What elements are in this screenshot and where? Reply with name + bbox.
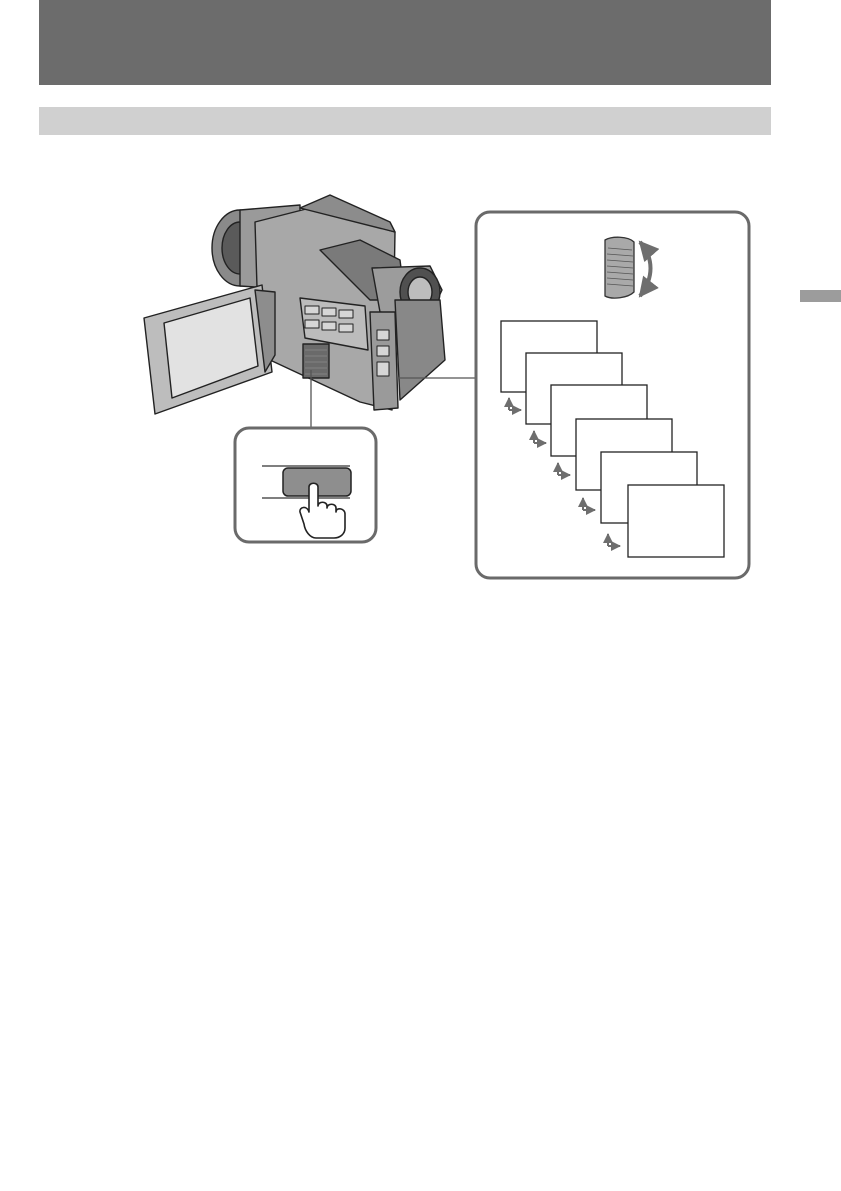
selector-dial-icon [605, 237, 634, 298]
button-callout [235, 428, 376, 542]
operation-illustration [0, 0, 841, 640]
camcorder-icon [144, 195, 445, 414]
screen-6 [628, 485, 724, 557]
dial-callout [476, 212, 749, 578]
